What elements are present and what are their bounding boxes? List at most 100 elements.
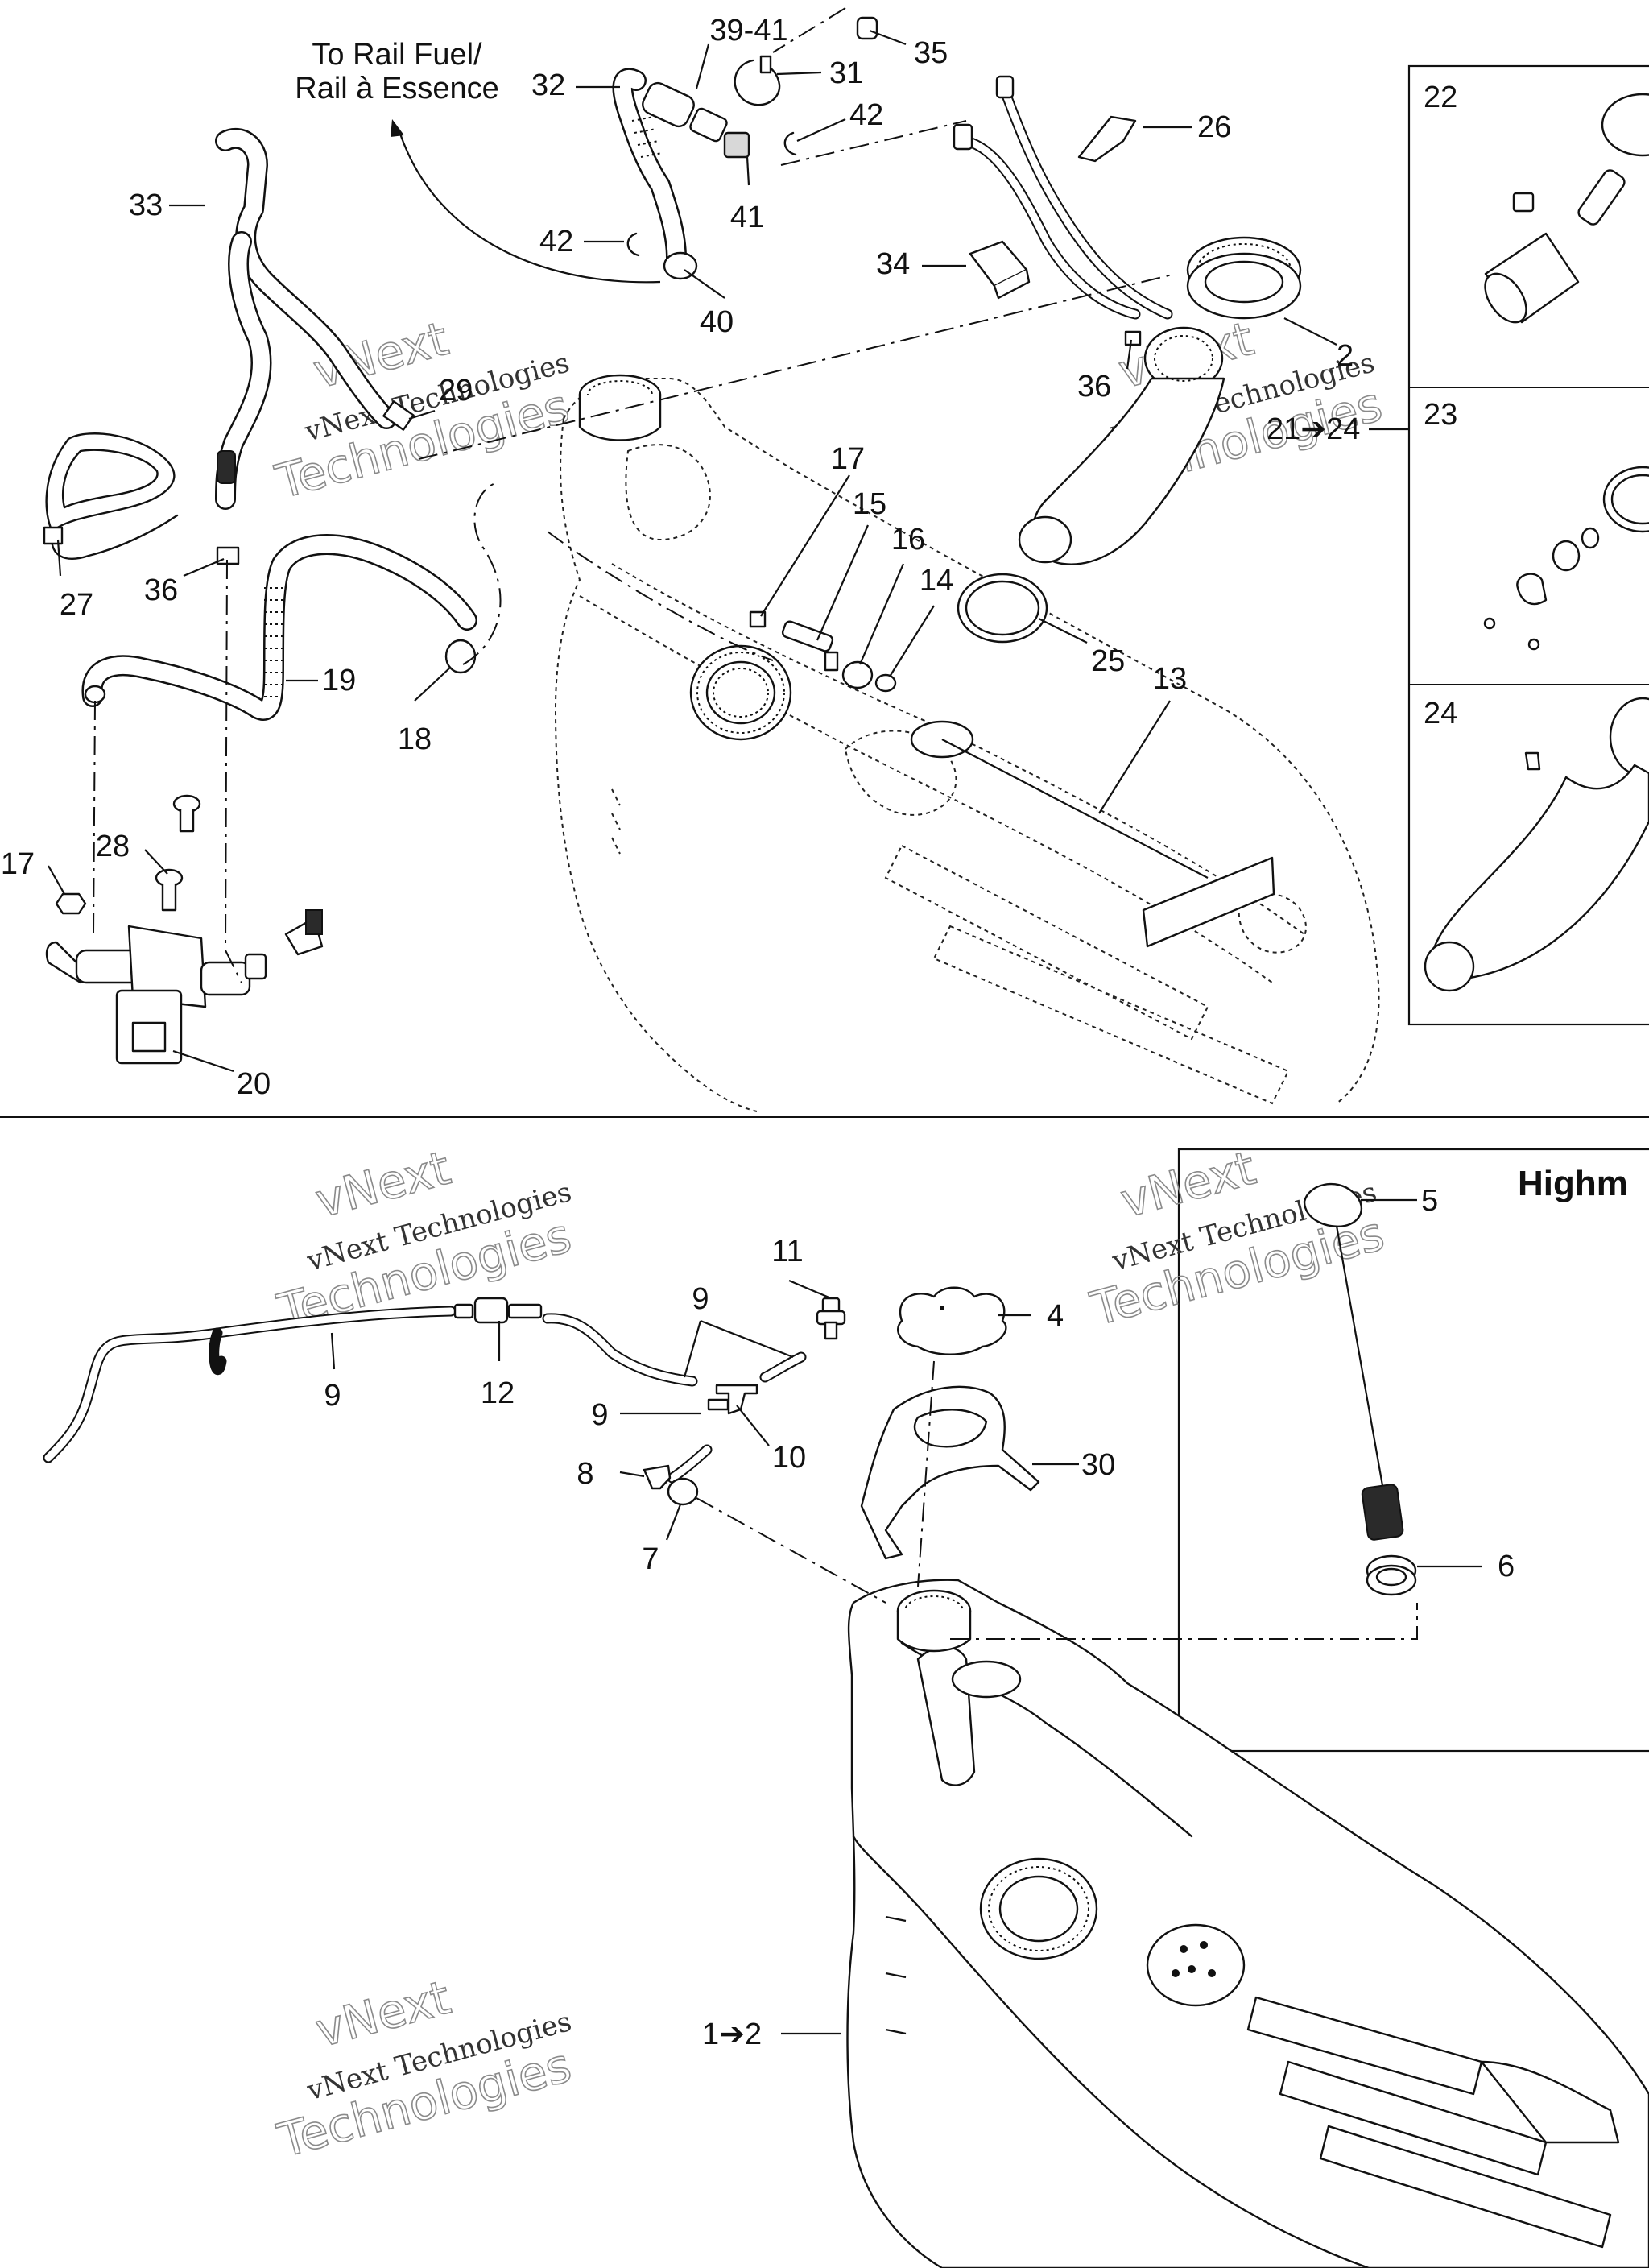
clip-31 <box>734 55 781 106</box>
vent-hose-9-short-b <box>667 1444 713 1484</box>
inset-22-parts <box>1484 93 1649 324</box>
fitting-15 <box>781 620 839 672</box>
callout-29: 29 <box>439 374 473 408</box>
callout-24: 24 <box>1424 697 1457 730</box>
tee-fitting-10 <box>707 1384 758 1415</box>
grommet-16 <box>841 660 874 689</box>
fuel-tank-1 <box>846 1579 1649 2268</box>
nut-17-left <box>55 892 87 915</box>
hose-32 <box>612 68 698 280</box>
callout-8: 8 <box>577 1457 593 1491</box>
bracket-30 <box>860 1385 1040 1560</box>
rollover-valve-11 <box>816 1297 846 1340</box>
callout-35: 35 <box>914 36 948 70</box>
callout-23: 23 <box>1424 398 1457 432</box>
nut-36-left <box>216 546 240 565</box>
hose-33 <box>215 127 397 510</box>
assembly-lines-bottom <box>696 1360 1418 1640</box>
callout-26: 26 <box>1197 110 1231 144</box>
callout-9-mid: 9 <box>591 1398 608 1432</box>
inset-panel-highm <box>1177 1148 1649 1753</box>
callout-27: 27 <box>60 588 93 622</box>
callout-36-right: 36 <box>1077 370 1111 404</box>
fuel-cap-4 <box>897 1286 1007 1355</box>
inset-23-parts <box>1483 466 1649 651</box>
callout-1-2: 1➔2 <box>702 2018 762 2051</box>
callout-32: 32 <box>531 68 565 102</box>
callout-6: 6 <box>1498 1550 1515 1583</box>
clip-42-top <box>783 131 797 156</box>
callout-20: 20 <box>237 1067 271 1101</box>
pump-mount-ring <box>689 644 792 741</box>
callout-21-24: 21➔24 <box>1267 412 1360 446</box>
sleeve-34 <box>969 240 1031 300</box>
clip-14 <box>874 673 897 693</box>
svg-text:To Rail Fuel/: To Rail Fuel/ <box>312 38 482 72</box>
callout-7: 7 <box>642 1542 659 1576</box>
level-sender-13 <box>910 720 1275 948</box>
callout-42-top: 42 <box>849 98 883 132</box>
callout-34: 34 <box>876 247 910 281</box>
vent-hose-9-short-a <box>759 1351 807 1383</box>
cap-35 <box>856 16 878 40</box>
grommet-7 <box>667 1477 699 1506</box>
bolt-28-b <box>155 868 184 912</box>
fuel-tank-ghost-outline <box>554 378 1380 1112</box>
callout-9-top: 9 <box>692 1282 709 1316</box>
inset-24-parts <box>1424 697 1649 992</box>
leader-lines <box>48 29 1482 2035</box>
fuel-pump-20 <box>45 909 324 1065</box>
callout-39-41: 39-41 <box>709 14 787 48</box>
callout-18: 18 <box>398 722 432 756</box>
callout-15: 15 <box>853 487 886 521</box>
callout-42-left: 42 <box>539 225 573 259</box>
bracket-27 <box>43 432 179 560</box>
callout-4: 4 <box>1047 1299 1064 1333</box>
callout-16: 16 <box>891 523 925 557</box>
callout-2-top: 2 <box>1337 339 1354 373</box>
callout-10: 10 <box>772 1441 806 1475</box>
callout-14: 14 <box>920 564 953 598</box>
callout-12: 12 <box>481 1376 515 1410</box>
tank-filler-neck-top <box>578 374 662 441</box>
pump-module-21-24 <box>1018 326 1225 565</box>
elbow-8 <box>643 1464 672 1490</box>
callout-17-top: 17 <box>831 442 865 476</box>
grommet-6 <box>1366 1554 1417 1596</box>
callout-11: 11 <box>771 1235 803 1269</box>
to-rail-arrow <box>391 119 661 284</box>
callout-13: 13 <box>1153 662 1187 696</box>
callout-25: 25 <box>1091 644 1125 678</box>
clip-42-left <box>626 232 640 257</box>
callout-28: 28 <box>96 830 130 863</box>
check-valve-12 <box>453 1297 543 1324</box>
callout-9-left: 9 <box>324 1379 341 1413</box>
callout-41: 41 <box>730 201 764 234</box>
gasket-25 <box>957 573 1048 644</box>
watermark-bottom-left: vNext vNext Technologies Technologies <box>271 1969 577 2169</box>
callout-33: 33 <box>129 188 163 222</box>
callout-19: 19 <box>322 664 356 697</box>
fuel-line-to-pump <box>953 75 1173 320</box>
vent-hose-9-long <box>43 1306 698 1463</box>
callout-30: 30 <box>1081 1448 1115 1482</box>
ring-nut-2 <box>1186 236 1302 320</box>
bolt-28-a <box>172 794 201 833</box>
nut-36-right <box>1124 330 1142 346</box>
callout-36-left: 36 <box>144 573 178 607</box>
callout-labels: 39-41 35 32 31 42 26 41 33 42 34 40 2 36… <box>1 14 1515 2051</box>
clip-26 <box>1077 115 1137 163</box>
inset-panel-22-24 <box>1407 64 1649 1026</box>
callout-31: 31 <box>829 56 863 90</box>
callout-40: 40 <box>700 305 734 339</box>
rail-note: To Rail Fuel/ Rail à Essence <box>295 38 498 106</box>
svg-text:Rail à Essence: Rail à Essence <box>295 72 498 106</box>
callout-17-left: 17 <box>1 847 35 881</box>
callout-22: 22 <box>1424 81 1457 114</box>
hose-end-29 <box>382 400 415 431</box>
hose-19-18 <box>81 534 477 721</box>
connector-39-41 <box>642 81 750 159</box>
assembly-lines-top <box>93 7 1176 983</box>
callout-5: 5 <box>1421 1184 1438 1218</box>
